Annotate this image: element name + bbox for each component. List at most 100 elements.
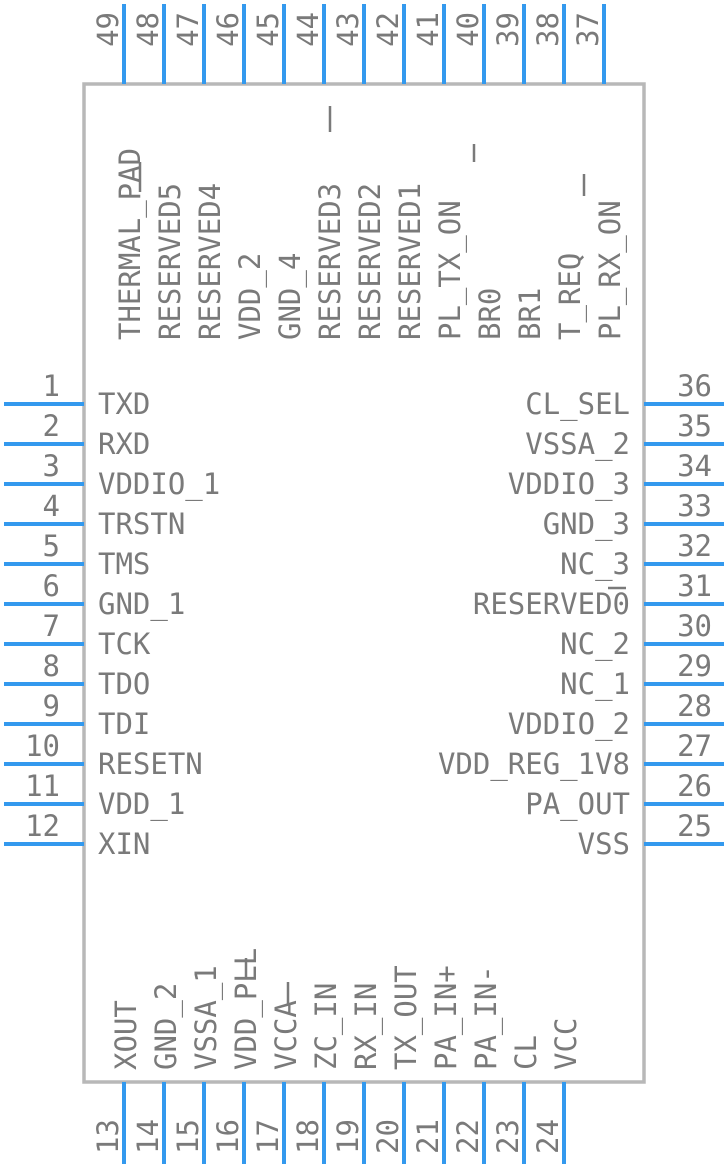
pin-46-number: 46 <box>211 12 245 47</box>
pin-14-label: GND_2 <box>149 983 184 1070</box>
pin-19-number: 19 <box>331 1119 365 1154</box>
pin-46-label: VDD_2 <box>233 253 268 340</box>
pin-7-number: 7 <box>43 609 60 643</box>
pin-44-label: RESERVED3 <box>313 183 347 340</box>
pin-38-number: 38 <box>531 12 565 47</box>
pin-27-number: 27 <box>677 729 712 763</box>
pin-18-label: ZC_IN <box>309 983 344 1070</box>
pin-22-number: 22 <box>451 1119 485 1154</box>
pin-45-label: GND_4 <box>273 253 308 340</box>
pin-11-number: 11 <box>25 769 60 803</box>
pin-40-number: 40 <box>451 12 485 47</box>
pin-4-label: TRSTN <box>98 507 185 541</box>
pin-11-label: VDD_1 <box>98 787 185 822</box>
pin-31-number: 31 <box>677 569 712 603</box>
pins-layer <box>4 4 724 1164</box>
pin-24-number: 24 <box>531 1119 565 1154</box>
pin-26-label: PA_OUT <box>525 787 630 822</box>
pin-48-number: 48 <box>131 12 165 47</box>
pin-29-label: NC_1 <box>560 667 630 702</box>
pin-23-number: 23 <box>491 1119 525 1154</box>
pin-19-label: RX_IN <box>349 983 384 1070</box>
pin-25-number: 25 <box>677 809 712 843</box>
pin-41-label: PL_TX_ON <box>433 200 468 340</box>
pin-20-number: 20 <box>371 1119 405 1154</box>
pin-9-label: TDI <box>98 707 150 741</box>
pin-10-label: RESETN <box>98 747 203 781</box>
pin-12-label: XIN <box>98 827 150 861</box>
pin-21-number: 21 <box>411 1119 445 1154</box>
pin-38-label: T_REQ <box>553 253 588 340</box>
pin-48-label: RESERVED5 <box>153 183 187 340</box>
pin-16-number: 16 <box>211 1119 245 1154</box>
pin-40-label: BR0 <box>473 288 507 340</box>
pin-39-label: BR1 <box>513 288 547 340</box>
pin-5-label: TMS <box>98 547 150 581</box>
pin-34-number: 34 <box>677 449 712 483</box>
pin-43-label: RESERVED2 <box>353 183 387 340</box>
pin-36-number: 36 <box>677 369 712 403</box>
pin-33-label: GND_3 <box>543 507 630 542</box>
pin-12-number: 12 <box>25 809 60 843</box>
pin-37-number: 37 <box>571 12 605 47</box>
pin-30-number: 30 <box>677 609 712 643</box>
pin-25-label: VSS <box>578 827 630 861</box>
pin-21-label: PA_IN+ <box>429 965 464 1070</box>
pin-20-label: TX_OUT <box>389 965 424 1070</box>
pin-43-number: 43 <box>331 12 365 47</box>
pin-17-number: 17 <box>251 1119 285 1154</box>
pin-42-label: RESERVED1 <box>393 183 427 340</box>
pin-5-number: 5 <box>43 529 60 563</box>
pin-28-number: 28 <box>677 689 712 723</box>
pin-13-number: 13 <box>91 1119 125 1154</box>
pin-32-number: 32 <box>677 529 712 563</box>
pin-37-label: PL_RX_ON <box>593 200 628 340</box>
pin-31-label: RESERVED0 <box>473 587 630 621</box>
pin-39-number: 39 <box>491 12 525 47</box>
pin-33-number: 33 <box>677 489 712 523</box>
pin-9-number: 9 <box>43 689 60 723</box>
pin-1-number: 1 <box>43 369 60 403</box>
pin-7-label: TCK <box>98 627 151 661</box>
pin-49-label: THERMAL_PAD <box>113 148 148 340</box>
pin-27-label: VDD_REG_1V8 <box>438 747 630 782</box>
pin-47-number: 47 <box>171 12 205 47</box>
pin-3-label: VDDIO_1 <box>98 467 220 502</box>
pin-3-number: 3 <box>43 449 60 483</box>
pin-29-number: 29 <box>677 649 712 683</box>
overbar-marks <box>138 106 626 1004</box>
pin-15-label: VSSA_1 <box>189 965 224 1070</box>
pin-6-label: GND_1 <box>98 587 185 622</box>
pin-26-number: 26 <box>677 769 712 803</box>
pin-23-label: CL <box>509 1035 543 1070</box>
pin-4-number: 4 <box>43 489 60 523</box>
pin-41-number: 41 <box>411 12 445 47</box>
pin-32-label: NC_3 <box>560 547 630 582</box>
pin-28-label: VDDIO_2 <box>508 707 630 742</box>
pin-30-label: NC_2 <box>560 627 630 662</box>
pin-45-number: 45 <box>251 12 285 47</box>
pin-24-label: VCC <box>549 1018 583 1070</box>
pin-34-label: VDDIO_3 <box>508 467 630 502</box>
pin-35-label: VSSA_2 <box>525 427 630 462</box>
pin-1-label: TXD <box>98 387 150 421</box>
pin-2-label: RXD <box>98 427 150 461</box>
pin-8-label: TDO <box>98 667 150 701</box>
ic-package-body <box>82 82 646 1084</box>
pin-49-number: 49 <box>91 12 125 47</box>
pin-47-label: RESERVED4 <box>193 183 227 340</box>
pin-2-number: 2 <box>43 409 60 443</box>
pin-15-number: 15 <box>171 1119 205 1154</box>
pin-8-number: 8 <box>43 649 60 683</box>
pin-35-number: 35 <box>677 409 712 443</box>
pin-6-number: 6 <box>43 569 60 603</box>
pin-36-label: CL_SEL <box>525 387 630 422</box>
pin-18-number: 18 <box>291 1119 325 1154</box>
pin-44-number: 44 <box>291 12 325 47</box>
pin-14-number: 14 <box>131 1119 165 1154</box>
pin-13-label: XOUT <box>109 1000 143 1070</box>
pin-17-label: VCCA <box>269 1000 303 1070</box>
pin-10-number: 10 <box>25 729 60 763</box>
